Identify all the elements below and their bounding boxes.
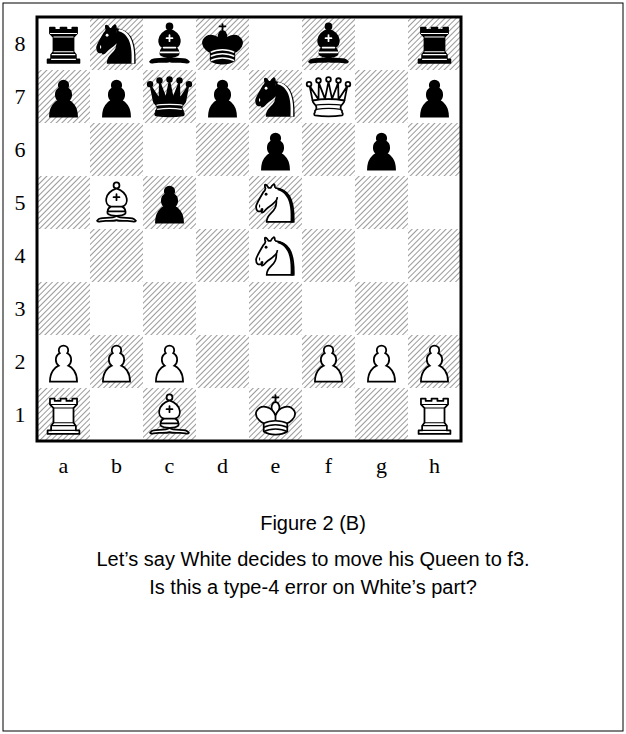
rank-label: 7 bbox=[15, 84, 26, 108]
black-knight bbox=[97, 25, 135, 63]
question-text: Let’s say White decides to move his Quee… bbox=[96, 548, 529, 570]
white-rook bbox=[419, 399, 451, 434]
white-knight bbox=[256, 237, 294, 275]
white-bishop bbox=[150, 394, 189, 433]
rank-label: 6 bbox=[15, 137, 26, 161]
file-label: c bbox=[165, 454, 175, 478]
rank-label: 2 bbox=[15, 349, 26, 373]
black-pawn bbox=[103, 81, 130, 117]
file-label: d bbox=[217, 454, 228, 478]
rank-label: 1 bbox=[15, 402, 26, 426]
white-rook bbox=[48, 399, 80, 434]
white-queen bbox=[307, 77, 351, 116]
white-pawn bbox=[368, 346, 395, 382]
black-pawn bbox=[421, 81, 448, 117]
file-label: a bbox=[59, 454, 69, 478]
rank-label: 4 bbox=[15, 243, 26, 267]
rank-label: 3 bbox=[15, 296, 26, 320]
white-pawn bbox=[156, 346, 183, 382]
file-label: b bbox=[111, 454, 122, 478]
white-king bbox=[256, 395, 295, 435]
white-pawn bbox=[103, 346, 130, 382]
black-bishop bbox=[150, 23, 189, 62]
black-pawn bbox=[368, 134, 395, 170]
black-rook bbox=[48, 28, 80, 63]
figure-frame bbox=[3, 3, 623, 731]
black-bishop bbox=[309, 23, 348, 62]
black-rook bbox=[419, 28, 451, 63]
white-knight bbox=[256, 184, 294, 222]
rank-label: 5 bbox=[15, 190, 26, 214]
file-label: g bbox=[376, 454, 387, 478]
file-label: f bbox=[325, 454, 332, 478]
white-bishop bbox=[97, 182, 136, 221]
black-knight bbox=[256, 78, 294, 116]
black-queen bbox=[148, 77, 192, 116]
white-pawn bbox=[50, 346, 77, 382]
black-pawn bbox=[156, 187, 183, 223]
black-pawn bbox=[209, 81, 236, 117]
question-text: Is this a type-4 error on White’s part? bbox=[149, 576, 477, 598]
file-label: e bbox=[271, 454, 281, 478]
black-pawn bbox=[50, 81, 77, 117]
white-pawn bbox=[421, 346, 448, 382]
white-pawn bbox=[315, 346, 342, 382]
file-label: h bbox=[429, 454, 440, 478]
board-squares bbox=[37, 17, 461, 441]
black-pawn bbox=[262, 134, 289, 170]
black-king bbox=[203, 24, 242, 64]
figure-caption: Figure 2 (B) bbox=[260, 512, 366, 534]
rank-label: 8 bbox=[15, 31, 26, 55]
